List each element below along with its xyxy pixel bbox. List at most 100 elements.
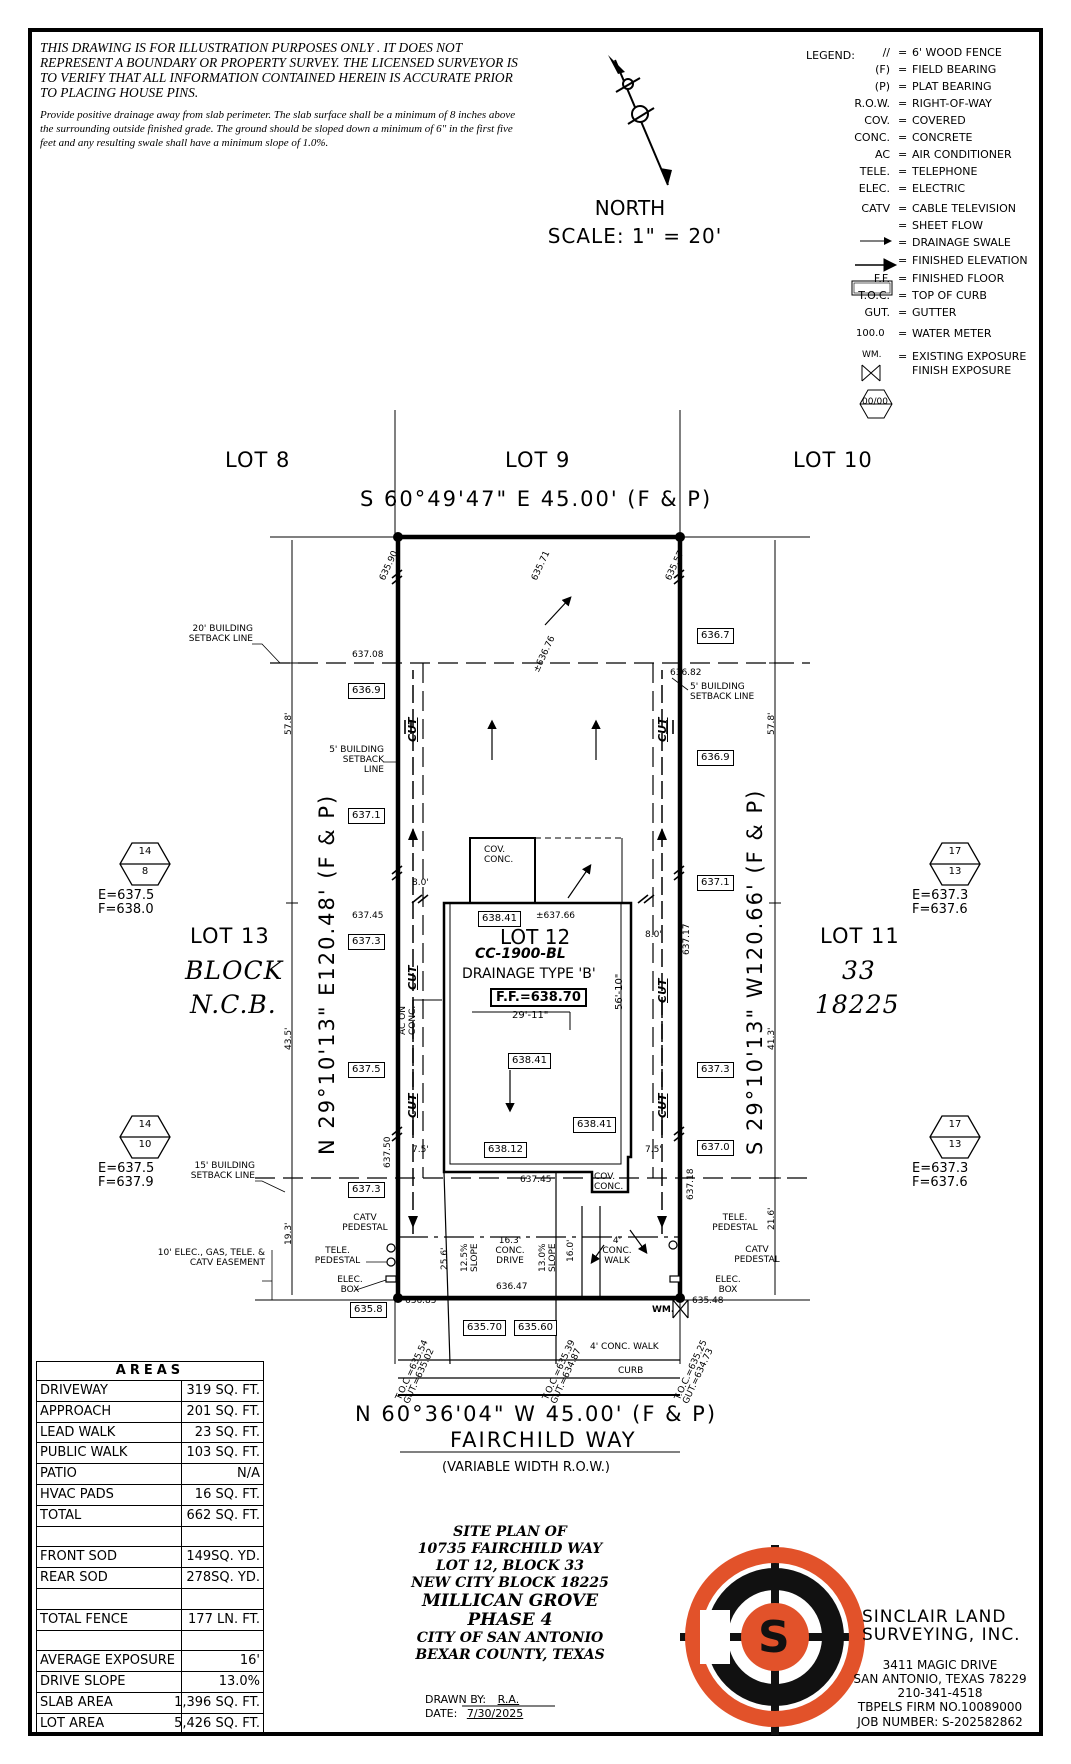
legend-row: TELE.=TELEPHONE — [800, 165, 1060, 181]
dim-57-8-left: 57.8' — [284, 712, 294, 735]
areas-value: 319 SQ. FT. — [186, 1383, 260, 1398]
cut-label-6: CUT — [656, 1093, 669, 1118]
cut-label-5: CUT — [406, 1093, 419, 1118]
dim-25-6: 25.6' — [440, 1247, 450, 1270]
exp-lb-bottom: 10 — [138, 1139, 152, 1150]
lot-12-label: LOT 12 — [500, 925, 571, 949]
areas-label: TOTAL — [40, 1507, 82, 1523]
areas-label: PUBLIC WALK — [40, 1445, 128, 1461]
drawn-by-label: DRAWN BY: — [425, 1693, 487, 1706]
right-bearing: S 29°10'13" W120.66' (F & P) — [743, 788, 767, 1155]
legend-equals: = — [898, 97, 908, 110]
legend-key: ELEC. — [858, 182, 890, 195]
legend-value: CABLE TELEVISION — [912, 202, 1016, 215]
leader-lines — [252, 643, 689, 1300]
elev-box: 637.3 — [348, 934, 385, 950]
lot-13-label: LOT 13 — [190, 924, 270, 948]
setback-20-label: 20' BUILDING SETBACK LINE — [188, 624, 253, 644]
fence-symbols — [391, 569, 685, 1142]
elev-text: 636.82 — [670, 668, 702, 678]
job-number: JOB NUMBER: S-202582862 — [857, 1715, 1023, 1729]
elev-box: 637.3 — [697, 1062, 734, 1078]
legend-value: DRAINAGE SWALE — [912, 236, 1011, 249]
areas-label: TOTAL FENCE — [40, 1611, 129, 1627]
legend-row: FINISH EXPOSURE — [800, 364, 1060, 380]
title-line: NEW CITY BLOCK 18225 — [411, 1575, 609, 1591]
house-width: 29'-11" — [512, 1010, 549, 1021]
walk-label: 4' CONC. WALK — [602, 1236, 632, 1266]
areas-label: LEAD WALK — [40, 1424, 116, 1440]
north-label: NORTH — [594, 196, 666, 220]
legend-row: 100.0=FINISHED ELEVATION — [800, 254, 1060, 270]
exposure-hexagons — [119, 842, 981, 1159]
dim-7-5-right: 7.5' — [645, 1145, 662, 1155]
legend-key: T.O.C. — [858, 289, 890, 302]
dim-8-0-left: 8.0' — [412, 878, 429, 888]
legend-row: ELEC.=ELECTRIC — [800, 182, 1060, 198]
company-line-1: SINCLAIR LAND — [862, 1607, 1007, 1627]
setback-lines — [255, 662, 810, 1179]
elev-text: 637.18 — [686, 1168, 696, 1201]
catv-pedestal-right: CATV PEDESTAL — [734, 1245, 780, 1265]
easement-label: 10' ELEC., GAS, TELE. & CATV EASEMENT — [157, 1248, 265, 1268]
legend-row: COV.=COVERED — [800, 114, 1060, 130]
legend-equals: = — [898, 114, 908, 127]
address-line: SAN ANTONIO, TEXAS 78229 — [853, 1672, 1027, 1686]
utility-symbols — [385, 1240, 689, 1319]
areas-label: HVAC PADS — [40, 1486, 114, 1502]
areas-value: 16' — [239, 1653, 260, 1669]
water-meter-label: WM. — [652, 1305, 675, 1315]
areas-value: 177 LN. FT. — [188, 1611, 260, 1627]
cut-label-1: CUT — [406, 717, 419, 742]
legend-value: COVERED — [912, 114, 966, 127]
finished-floor: F.F.=638.70 — [490, 988, 587, 1007]
plan-name: CC-1900-BL — [475, 946, 566, 962]
legend-row: CONC.=CONCRETE — [800, 131, 1060, 147]
legend-value: RIGHT-OF-WAY — [912, 97, 992, 110]
legend-equals: = — [898, 165, 908, 178]
areas-label: AVERAGE EXPOSURE — [40, 1653, 175, 1669]
legend-finished-elev-symbol: 100.0 — [856, 328, 885, 339]
legend-equals: = — [898, 289, 908, 302]
exp-rb-f: F=637.6 — [912, 1175, 968, 1190]
elev-box: 637.5 — [348, 1062, 385, 1078]
legend-equals: = — [898, 63, 908, 76]
areas-value: 201 SQ. FT. — [186, 1403, 260, 1419]
areas-label: DRIVE SLOPE — [40, 1674, 126, 1690]
bottom-bearing: N 60°36'04" W 45.00' (F & P) — [355, 1402, 718, 1426]
legend-value: EXISTING EXPOSURE — [912, 350, 1027, 363]
areas-value: 149SQ. YD. — [186, 1549, 260, 1565]
title-line: MILLICAN GROVE — [421, 1591, 599, 1611]
top-bearing: S 60°49'47" E 45.00' (F & P) — [360, 487, 713, 511]
legend-row: =SHEET FLOW — [800, 219, 1060, 235]
address-line: TBPELS FIRM NO.10089000 — [857, 1700, 1023, 1714]
legend-equals: = — [898, 46, 908, 59]
company-address: 3411 MAGIC DRIVE SAN ANTONIO, TEXAS 7822… — [840, 1658, 1040, 1714]
legend-key: CONC. — [854, 131, 890, 144]
legend-value: FIELD BEARING — [912, 63, 997, 76]
house-footprint — [413, 837, 633, 1194]
slope-right: 13.0% SLOPE — [538, 1243, 558, 1272]
drive-label: 16.3' CONC. DRIVE — [495, 1236, 525, 1266]
legend-equals: = — [898, 80, 908, 93]
dim-43-5: 43.5' — [284, 1027, 294, 1050]
title-line: PHASE 4 — [467, 1610, 553, 1630]
disclaimer-text: THIS DRAWING IS FOR ILLUSTRATION PURPOSE… — [40, 40, 518, 100]
setback-5-right-label: 5' BUILDING SETBACK LINE — [690, 682, 755, 702]
legend-equals: = — [898, 236, 908, 249]
title-line: BEXAR COUNTY, TEXAS — [415, 1647, 605, 1663]
company-logo — [680, 1545, 865, 1735]
legend-key: (P) — [874, 80, 890, 93]
drainage-swales — [412, 670, 663, 1240]
company-line-2: SURVEYING, INC. — [862, 1625, 1021, 1645]
catv-pedestal-left: CATV PEDESTAL — [342, 1213, 388, 1233]
legend-key: // — [882, 46, 890, 59]
elev-text: 636.47 — [496, 1282, 528, 1292]
street-name: FAIRCHILD WAY — [450, 1428, 637, 1452]
public-walk-label: 4' CONC. WALK — [590, 1342, 659, 1352]
legend-row: GUT.=GUTTER — [800, 306, 1060, 322]
